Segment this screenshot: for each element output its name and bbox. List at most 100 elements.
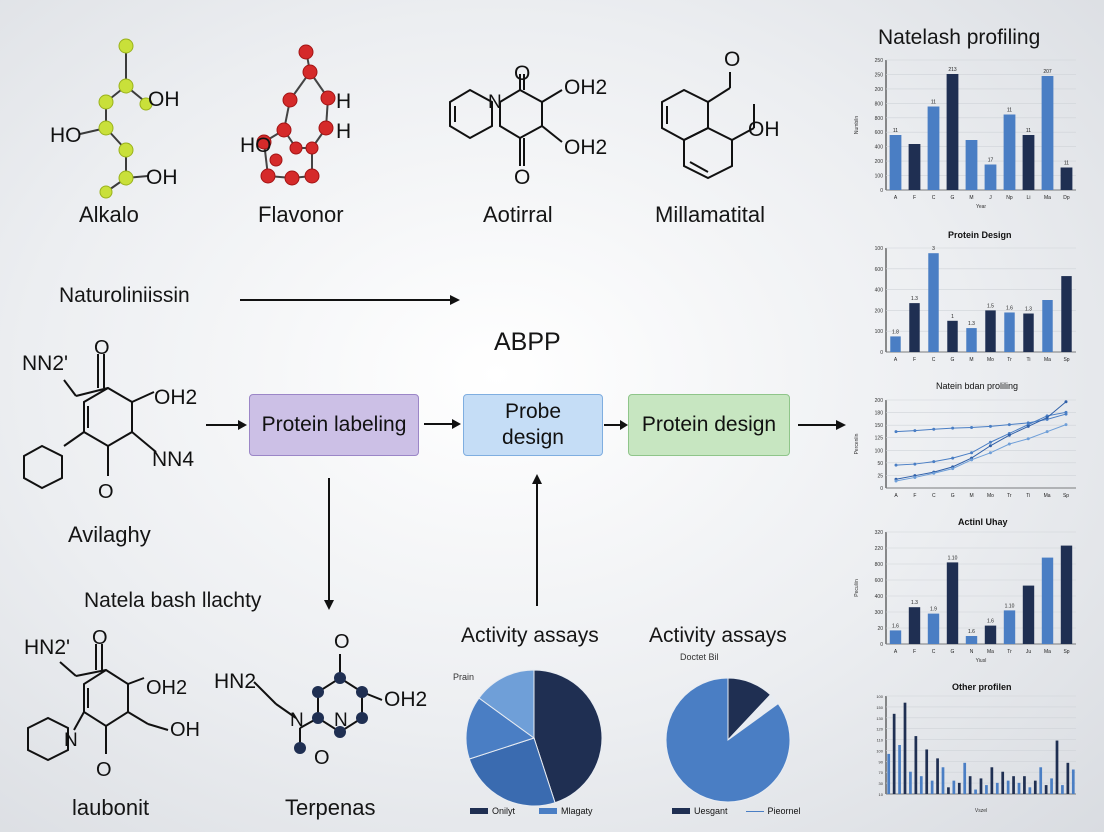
series-line [895,424,1067,482]
bar [984,625,997,644]
pie-slice [533,669,603,804]
laubonit-atom-o1: O [92,627,108,649]
avilaghy-atom-nn4: NN4 [152,448,194,471]
aotirral-atom-oh2-b: OH2 [564,136,607,159]
alkalo-label: Alkalo [79,202,139,227]
series-point [913,475,917,479]
y-tick-label: 0 [880,188,883,194]
terpenas-molecule: HN2 O N N OH2 O [214,631,427,769]
bar [925,749,929,794]
bar [927,106,940,190]
y-tick-label: 800 [875,562,884,568]
series-point [970,451,974,455]
y-tick-label: 30 [879,781,884,786]
bar [1060,545,1073,644]
x-tick-label: Dp [1063,195,1070,201]
bar [1022,135,1035,190]
series-point [932,471,936,475]
bar [1023,776,1026,794]
x-axis-label: Vszel [975,808,987,814]
y-tick-label: 200 [875,398,884,404]
pie2-legend: Uesgant Pieornel [672,806,801,816]
bar [908,144,921,190]
series-point [1064,410,1068,414]
y-tick-label: 100 [875,174,884,180]
x-tick-label: N [970,649,974,655]
laubonit-label: laubonit [72,795,150,820]
bar [909,303,920,352]
bar [1050,778,1053,794]
bar [898,745,901,794]
y-tick-label: 600 [875,130,884,136]
pie2-legend-1: Uesgant [694,806,728,816]
probe-design-text: Probe design [502,400,564,449]
data-label: 17 [988,158,994,164]
bar [927,613,940,644]
bar [1041,76,1054,190]
x-tick-label: F [913,493,916,499]
x-tick-label: Np [1006,195,1013,201]
x-tick-label: Ma [987,649,994,655]
y-tick-label: 100 [875,329,884,335]
data-label: 11 [893,128,898,134]
series-line [895,411,1067,466]
y-tick-label: 100 [875,246,884,252]
laubonit-atom-oh2: OH2 [146,677,187,699]
series-point [913,462,917,466]
avilaghy-atom-nn2: NN2' [22,352,68,375]
x-tick-label: J [989,195,992,201]
y-tick-label: 100 [875,448,884,454]
bar [1041,557,1054,644]
bar [963,762,967,794]
terpenas-label: Terpenas [285,795,376,820]
data-label: 1.8 [892,329,899,335]
chart1-title: Natelash profiling [878,26,1041,49]
laubonit-molecule: HN2' O OH2 N O OH [24,627,200,781]
series-point [894,479,898,483]
laubonit-atom-oh: OH [170,719,200,741]
millamatital-label: Millamatital [655,202,766,227]
series-point [970,458,974,462]
y-tick-label: 220 [875,546,884,552]
flavonor-atom-1: H [336,90,351,113]
y-tick-label: 150 [875,423,884,429]
bar [889,135,902,190]
series-point [1064,400,1068,404]
x-tick-label: F [913,649,916,655]
x-tick-label: A [894,195,898,201]
x-tick-label: Mo [987,357,994,363]
y-axis-label: Numbiln [854,116,860,135]
y-tick-label: 200 [875,87,884,93]
bar [914,736,918,794]
series-point [932,460,936,464]
x-tick-label: Ti [1026,493,1030,499]
series-point [1026,437,1030,441]
laubonit-atom-n: N [64,730,78,751]
data-label: 1.10 [948,555,958,561]
chart5-title: Other profilen [952,682,1012,692]
bar [990,767,994,794]
bar [1017,782,1021,794]
y-axis-label: Percenlin [854,433,860,454]
bar [1003,114,1016,190]
y-tick-label: 400 [875,594,884,600]
bar [947,320,958,352]
bar [968,776,972,794]
flavonor-molecule: H HO H [240,44,351,186]
protein-design-text: Protein design [641,413,777,436]
series-point [988,444,992,448]
millamatital-molecule: O OH [661,48,780,180]
data-label: 11 [1007,108,1012,114]
millamatital-atom-oh: OH [748,118,780,141]
bar [995,782,999,794]
bar [946,74,959,190]
terpenas-atom-n2: N [334,710,348,731]
chart4-title: Actinl Uhay [958,517,1008,527]
avilaghy-atom-oh2: OH2 [154,386,197,409]
y-tick-label: 320 [875,530,884,536]
x-tick-label: G [951,649,955,655]
terpenas-atom-o2: O [314,747,330,769]
bar [1004,312,1015,352]
